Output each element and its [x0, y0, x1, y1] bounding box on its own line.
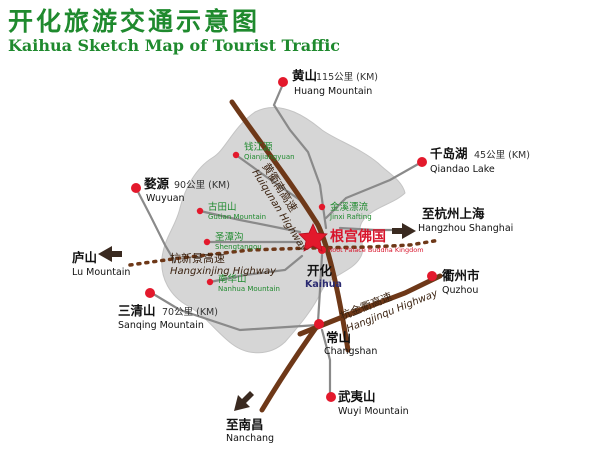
label-nanhua-cn: 南华山: [218, 273, 247, 285]
label-jinxi-cn: 金溪漂流: [330, 201, 369, 213]
dot-huangshan: [278, 77, 288, 87]
label-changshan-cn: 常山: [326, 330, 351, 345]
hangxinjing-dotted: [128, 238, 442, 267]
dot-qiandaohu: [417, 157, 427, 167]
city-dots: [131, 77, 437, 402]
label-shengtan-cn: 圣潭沟: [215, 231, 244, 243]
attraction-dots: [196, 151, 326, 286]
road-gutian: [198, 209, 302, 234]
label-huangshan-en: Huang Mountain: [294, 86, 372, 97]
road-nanhua: [208, 254, 304, 284]
label-kaihua-cn: 开化: [307, 263, 333, 278]
label-nanchang-en: Nanchang: [226, 433, 274, 444]
label-quzhou-cn: 衢州市: [442, 268, 480, 283]
label-wuyuan-dist: 90公里 (KM): [174, 180, 230, 191]
road-to-wuyuan: [134, 186, 177, 264]
hangjinqu-highway-line: [297, 273, 443, 337]
road-to-qiandaohu: [324, 161, 422, 220]
dot-wuyuan: [131, 183, 141, 193]
label-qianjiangyuan-en: Qianjiangyuan: [244, 153, 295, 161]
label-qiandaohu-cn: 千岛湖: [430, 146, 468, 161]
direction-arrows: [98, 223, 416, 411]
highways: [229, 99, 443, 413]
city-labels: 黄山 115公里 (KM) Huang Mountain 千岛湖 45公里 (K…: [72, 68, 530, 444]
label-huangshan-cn: 黄山: [292, 68, 317, 83]
road-kaihua-south: [316, 253, 324, 324]
map-title-en: Kaihua Sketch Map of Tourist Traffic: [8, 36, 341, 55]
road-to-wuyishan: [320, 328, 332, 397]
label-qiandaohu-en: Qiandao Lake: [430, 164, 495, 175]
label-root-palace-cn: 根宫佛国: [330, 228, 386, 245]
label-hangxin-cn: 杭新景高速: [170, 251, 225, 265]
dot-changshan: [314, 319, 324, 329]
label-nanhua-en: Nanhua Mountain: [218, 285, 280, 293]
label-kaihua-en: Kaihua: [305, 279, 342, 290]
label-root-palace-en: Root Palace Buddha Kingdom: [328, 246, 424, 254]
root-palace-star-icon: [298, 223, 328, 252]
label-qiandaohu-dist: 45公里 (KM): [474, 150, 530, 161]
kaihua-county-region: [161, 107, 406, 354]
attraction-labels: 钱江源 Qianjiangyuan 古田山 Gutian Mountain 金溪…: [208, 141, 372, 293]
hangxinjing-highway-line: [128, 238, 442, 267]
dot-jinxi: [318, 203, 326, 211]
label-sanqing-en: Sanqing Mountain: [118, 320, 204, 331]
dot-nanhua: [206, 278, 214, 286]
label-quzhou-en: Quzhou: [442, 285, 478, 296]
road-to-sanqing: [148, 290, 320, 332]
local-roads: [134, 82, 422, 397]
arrow-right-icon: [392, 223, 416, 239]
label-shengtan-en: Shengtangou: [215, 243, 262, 251]
label-wuyuan-cn: 婺源: [143, 176, 170, 191]
label-qianjiangyuan-cn: 钱江源: [244, 141, 273, 153]
dot-qianjiangyuan: [232, 151, 240, 159]
dot-quzhou: [427, 271, 437, 281]
label-gutian-en: Gutian Mountain: [208, 213, 266, 221]
label-wuyishan-cn: 武夷山: [338, 389, 376, 404]
dot-sanqing: [145, 288, 155, 298]
label-lushan-cn: 庐山: [72, 250, 97, 265]
label-wuyishan-en: Wuyi Mountain: [338, 406, 409, 417]
dot-gutian: [196, 207, 204, 215]
label-wuyuan-en: Wuyuan: [146, 193, 185, 204]
label-jinxi-en: Jinxi Rafting: [329, 213, 372, 221]
map-title-cn: 开化旅游交通示意图: [8, 7, 261, 36]
huiqunan-highway-line: [229, 99, 351, 353]
label-gutian-cn: 古田山: [208, 201, 237, 213]
label-hangzhou-cn: 至杭州上海: [422, 206, 485, 221]
dot-shengtan: [203, 238, 211, 246]
arrow-left-icon: [98, 246, 122, 262]
label-hangzhou-en: Hangzhou Shanghai: [418, 223, 513, 234]
label-lushan-en: Lu Mountain: [72, 267, 130, 278]
label-huangshan-dist: 115公里 (KM): [316, 72, 378, 83]
dot-wuyishan: [326, 392, 336, 402]
label-changshan-en: Changshan: [324, 346, 377, 357]
arrow-down-left-icon: [234, 391, 254, 411]
road-to-huangshan: [272, 82, 328, 230]
label-sanqing-dist: 70公里 (KM): [162, 307, 218, 318]
label-nanchang-cn: 至南昌: [226, 417, 264, 432]
label-hangxin-en: Hangxinjing Highway: [170, 266, 277, 277]
label-sanqing-cn: 三清山: [118, 303, 156, 318]
